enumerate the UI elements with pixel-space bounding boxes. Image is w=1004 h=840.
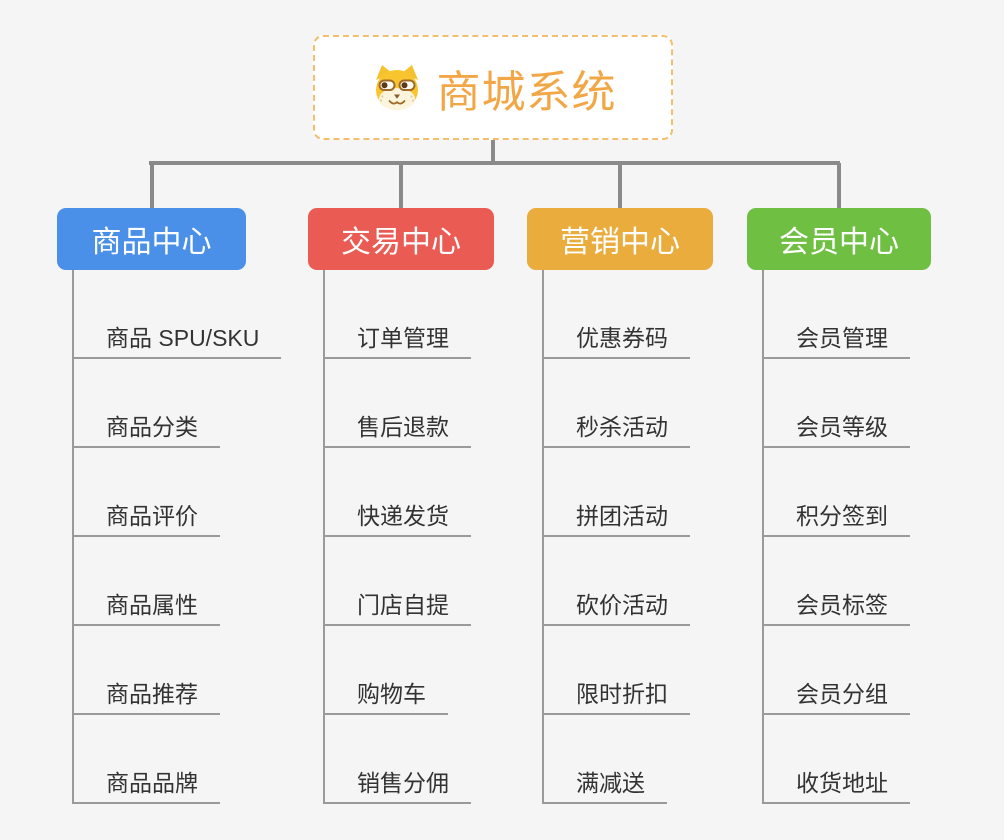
leaf-node[interactable]: 满减送 <box>542 768 667 804</box>
branch-node[interactable]: 交易中心 <box>308 208 494 270</box>
leaf-node[interactable]: 商品分类 <box>72 412 220 448</box>
leaf-node[interactable]: 优惠券码 <box>542 323 690 359</box>
branch-drop-connector <box>618 163 622 208</box>
branch-rail <box>72 270 74 804</box>
branch-node[interactable]: 营销中心 <box>527 208 713 270</box>
leaf-node[interactable]: 售后退款 <box>323 412 471 448</box>
root-node[interactable]: 商城系统 <box>313 35 673 140</box>
branch-rail <box>762 270 764 804</box>
branch-rail <box>323 270 325 804</box>
leaf-node[interactable]: 砍价活动 <box>542 590 690 626</box>
leaf-node[interactable]: 积分签到 <box>762 501 910 537</box>
leaf-node[interactable]: 拼团活动 <box>542 501 690 537</box>
doge-icon <box>370 63 424 113</box>
leaf-node[interactable]: 会员标签 <box>762 590 910 626</box>
root-title: 商城系统 <box>436 67 617 117</box>
leaf-node[interactable]: 商品属性 <box>72 590 220 626</box>
leaf-node[interactable]: 门店自提 <box>323 590 471 626</box>
leaf-node[interactable]: 限时折扣 <box>542 679 690 715</box>
leaf-node[interactable]: 秒杀活动 <box>542 412 690 448</box>
leaf-node[interactable]: 会员分组 <box>762 679 910 715</box>
branch-drop-connector <box>837 163 841 208</box>
leaf-node[interactable]: 会员等级 <box>762 412 910 448</box>
leaf-node[interactable]: 快递发货 <box>323 501 471 537</box>
branch-node[interactable]: 会员中心 <box>747 208 931 270</box>
leaf-node[interactable]: 收货地址 <box>762 768 910 804</box>
branch-drop-connector <box>399 163 403 208</box>
leaf-node[interactable]: 商品品牌 <box>72 768 220 804</box>
branch-node[interactable]: 商品中心 <box>57 208 246 270</box>
leaf-node[interactable]: 商品 SPU/SKU <box>72 323 282 359</box>
branch-bus-connector <box>149 161 840 165</box>
leaf-node[interactable]: 订单管理 <box>323 323 471 359</box>
root-stem-connector <box>491 140 495 163</box>
leaf-node[interactable]: 销售分佣 <box>323 768 471 804</box>
leaf-node[interactable]: 会员管理 <box>762 323 910 359</box>
leaf-node[interactable]: 商品评价 <box>72 501 220 537</box>
branch-drop-connector <box>149 163 154 208</box>
branch-rail <box>542 270 544 804</box>
leaf-node[interactable]: 商品推荐 <box>72 679 220 715</box>
leaf-node[interactable]: 购物车 <box>323 679 448 715</box>
